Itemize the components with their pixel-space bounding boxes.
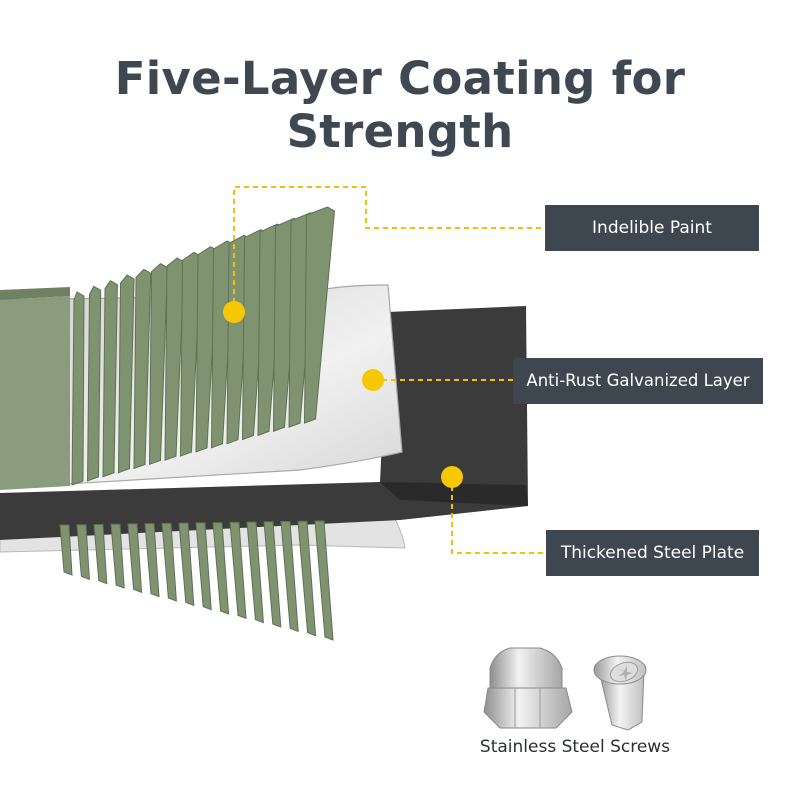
paint-fin-lower — [127, 523, 143, 594]
paint-fin-lower — [161, 522, 177, 602]
paint-fin-lower — [178, 522, 195, 607]
leader-line-steel — [451, 477, 546, 554]
paint-fin-lower — [263, 521, 282, 628]
leader-dot-paint — [223, 301, 245, 323]
paint-fin-lower — [229, 521, 247, 620]
paint-fin-upper — [179, 251, 202, 457]
paint-fin-lower — [314, 520, 334, 641]
paint-fin-upper — [303, 206, 336, 424]
screws-caption: Stainless Steel Screws — [479, 737, 671, 757]
countersunk-screw-icon — [593, 655, 647, 731]
leader-dot-steel — [441, 466, 463, 488]
paint-fin-upper — [117, 274, 135, 474]
paint-fin-lower — [76, 524, 90, 581]
paint-fin-lower — [195, 522, 212, 611]
leader-line-paint — [233, 186, 545, 312]
paint-fins-upper — [71, 206, 336, 486]
steel-plate-top — [380, 482, 528, 506]
acorn-nut-icon — [483, 647, 573, 729]
paint-fins-lower — [59, 520, 334, 641]
label-thickened-steel-plate: Thickened Steel Plate — [546, 530, 759, 576]
steel-plate — [0, 306, 528, 540]
paint-fin-lower — [280, 521, 299, 633]
paint-fin-lower — [59, 524, 73, 576]
paint-fin-lower — [297, 520, 317, 637]
paint-fin-upper — [86, 285, 102, 482]
paint-fin-lower — [212, 522, 230, 615]
leader-dot-rust — [362, 369, 384, 391]
label-indelible-paint: Indelible Paint — [545, 205, 759, 251]
paint-fin-upper — [102, 280, 118, 478]
paint-fin-lower — [144, 523, 160, 598]
paint-fin-lower — [93, 523, 108, 585]
paint-fin-upper — [164, 257, 185, 461]
page-title: Five-Layer Coating for Strength — [114, 52, 686, 158]
paint-base-slab — [0, 296, 70, 490]
paint-base-slab-side — [0, 287, 70, 300]
paint-fin-lower — [110, 523, 125, 589]
paint-fin-upper — [71, 291, 85, 486]
label-anti-rust-galvanized-layer: Anti-Rust Galvanized Layer — [513, 358, 763, 404]
paint-fin-lower — [246, 521, 264, 624]
paint-fin-upper — [133, 268, 152, 470]
paint-fin-upper — [148, 263, 169, 466]
